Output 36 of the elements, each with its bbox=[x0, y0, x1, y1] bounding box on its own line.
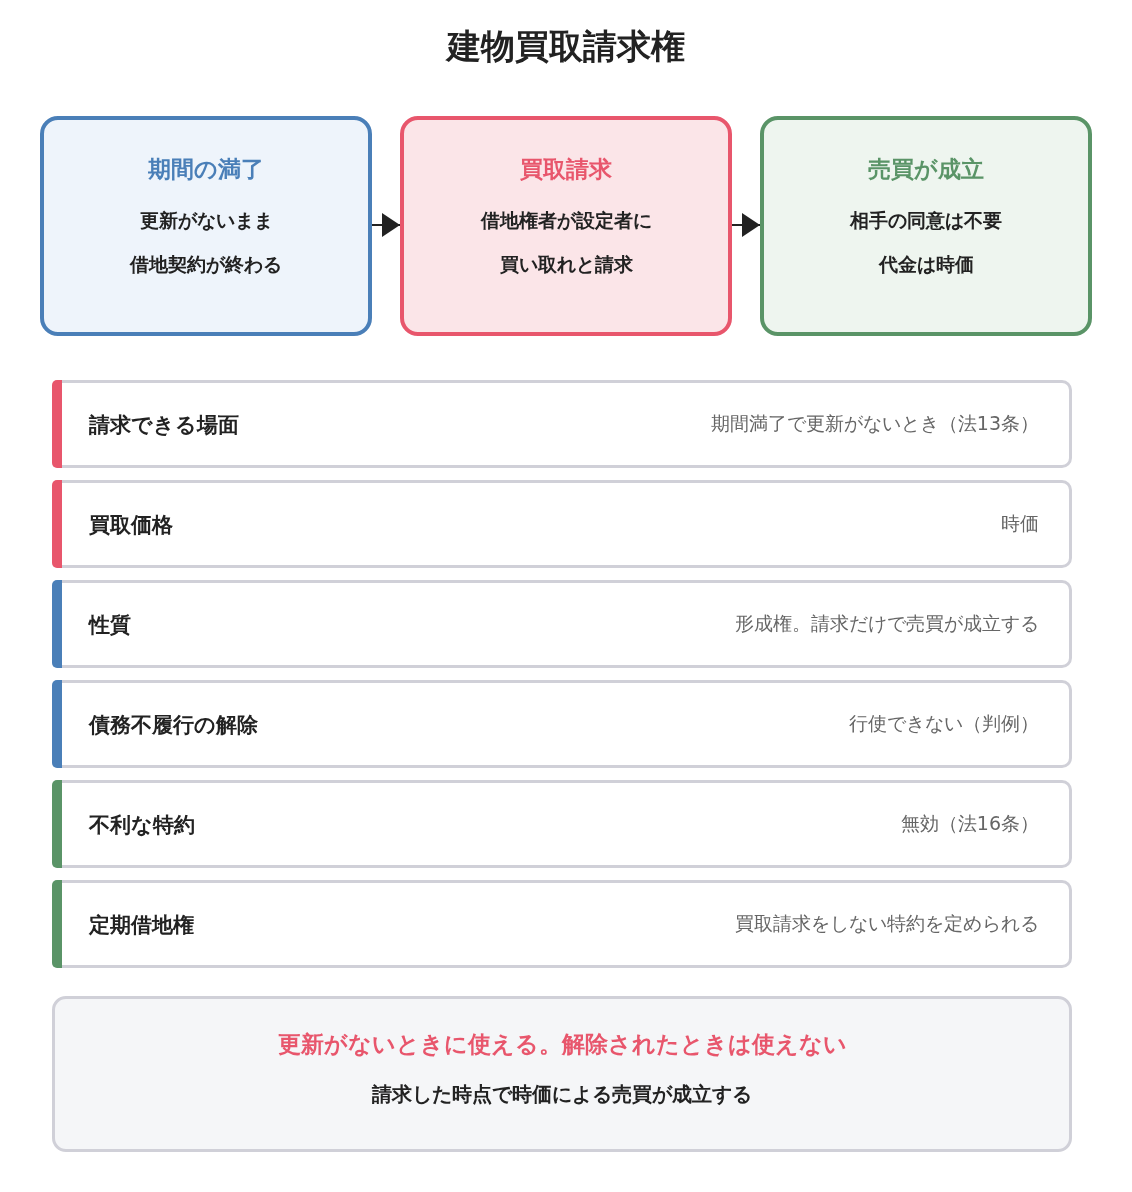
row-label: 定期借地権 bbox=[89, 912, 194, 939]
info-row bbox=[52, 680, 1072, 768]
arrow bbox=[731, 213, 761, 237]
row-label: 不利な特約 bbox=[89, 812, 195, 839]
row-value: 無効（法16条） bbox=[900, 811, 1039, 836]
card-heading: 売買が成立 bbox=[867, 155, 985, 184]
row-value: 期間満了で更新がないとき（法13条） bbox=[710, 411, 1039, 436]
row-value: 形成権。請求だけで売買が成立する bbox=[735, 611, 1039, 636]
info-row bbox=[52, 480, 1072, 568]
summary-text: 請求した時点で時価による売買が成立する bbox=[371, 1081, 753, 1108]
summary-box bbox=[52, 996, 1072, 1152]
arrow bbox=[371, 213, 401, 237]
card-text: 更新がないまま bbox=[138, 208, 274, 233]
row-label: 請求できる場面 bbox=[89, 412, 239, 439]
diagram-title: 建物買取請求権 bbox=[444, 25, 686, 68]
info-row bbox=[52, 580, 1072, 668]
summary-heading: 更新がないときに使える。解除されたときは使えない bbox=[276, 1030, 848, 1059]
step-card bbox=[400, 116, 732, 336]
row-value: 時価 bbox=[1001, 511, 1039, 536]
step-card bbox=[760, 116, 1092, 336]
step-card bbox=[40, 116, 372, 336]
row-label: 買取価格 bbox=[89, 512, 173, 539]
row-value: 行使できない（判例） bbox=[849, 711, 1039, 736]
row-label: 債務不履行の解除 bbox=[89, 712, 258, 739]
row-value: 買取請求をしない特約を定められる bbox=[735, 911, 1039, 936]
card-heading: 期間の満了 bbox=[147, 155, 265, 184]
card-text: 借地契約が終わる bbox=[128, 252, 283, 277]
card-heading: 買取請求 bbox=[519, 155, 613, 184]
card-text: 代金は時価 bbox=[877, 252, 975, 277]
card-text: 相手の同意は不要 bbox=[848, 208, 1003, 233]
info-row bbox=[52, 780, 1072, 868]
card-text: 借地権者が設定者に bbox=[479, 208, 653, 233]
row-label: 性質 bbox=[89, 612, 131, 639]
card-text: 買い取れと請求 bbox=[498, 252, 634, 277]
info-row bbox=[52, 380, 1072, 468]
info-row bbox=[52, 880, 1072, 968]
